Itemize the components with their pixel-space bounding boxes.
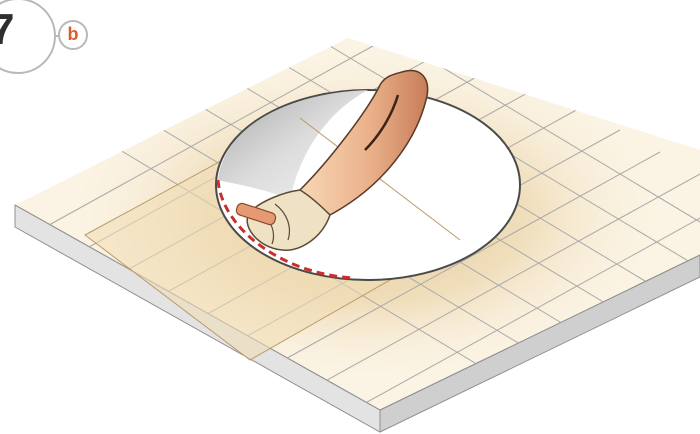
- substep-badge: b: [58, 20, 88, 50]
- substep-letter: b: [68, 24, 79, 44]
- step-number: 7: [0, 8, 14, 52]
